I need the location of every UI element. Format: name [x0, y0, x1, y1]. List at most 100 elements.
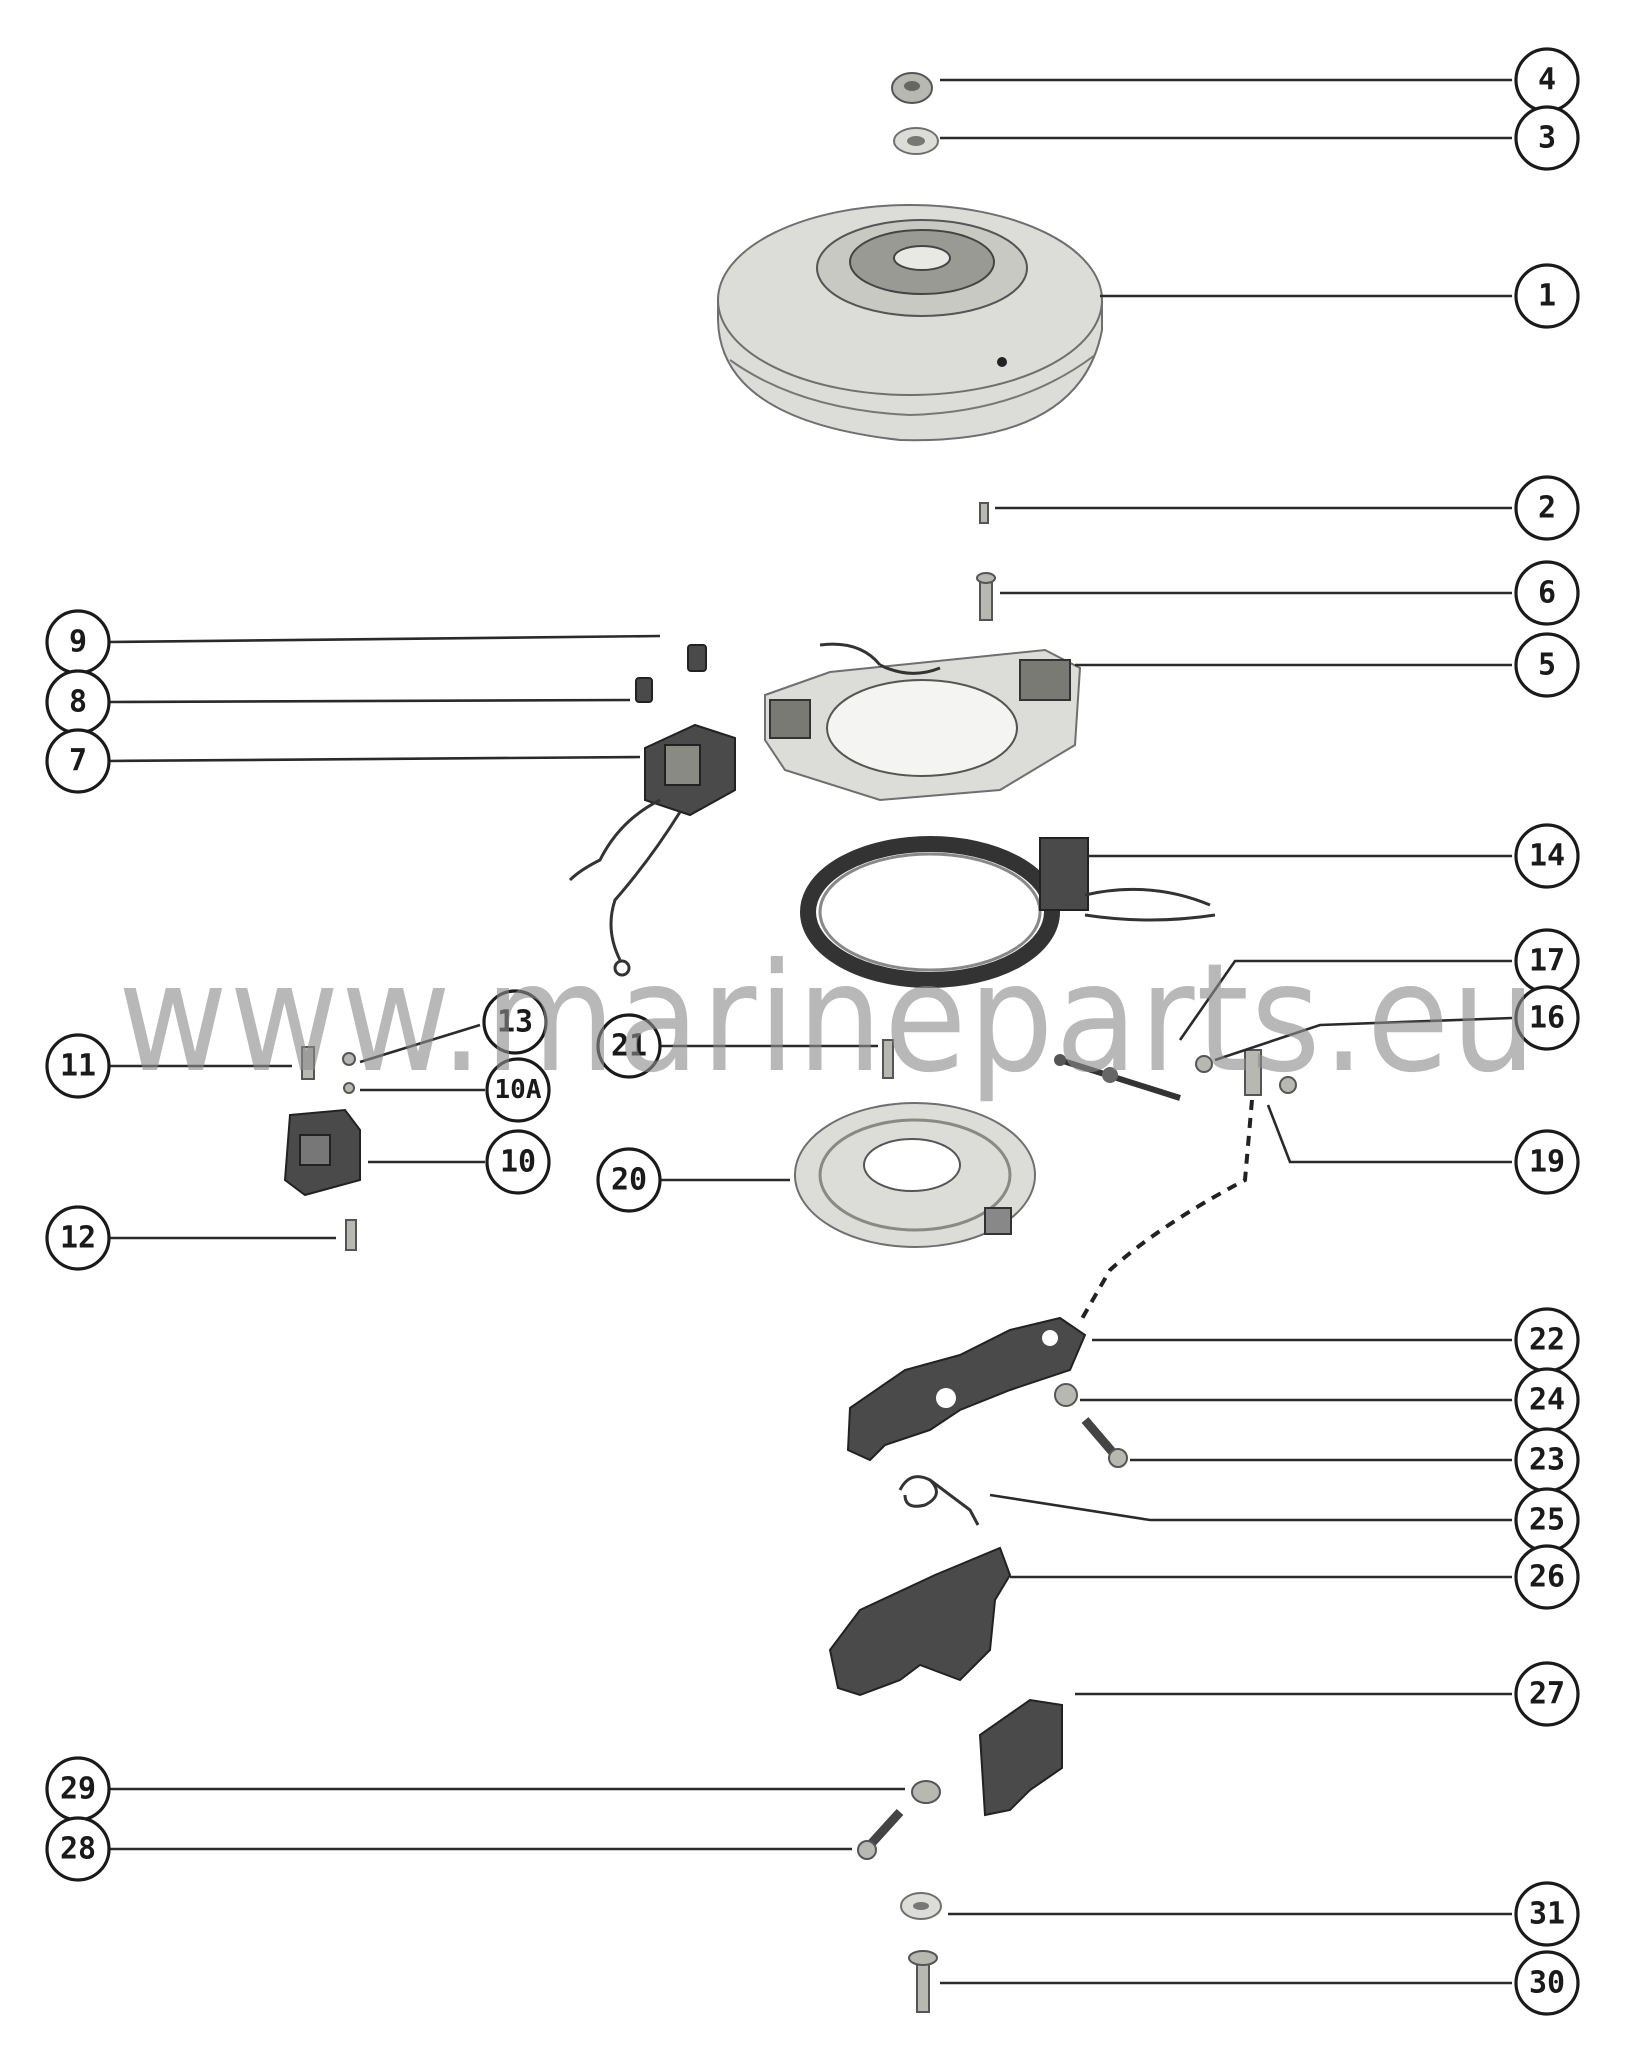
part-29-washer	[911, 1780, 941, 1804]
callout-label-31: 31	[1529, 1897, 1565, 1932]
callout-label-2: 2	[1538, 491, 1556, 526]
part-10a-washer	[343, 1082, 355, 1094]
callout-label-9: 9	[69, 625, 87, 660]
callout-29: 29	[45, 1756, 111, 1822]
callout-2: 2	[1514, 475, 1580, 541]
callout-label-10a: 10A	[495, 1075, 542, 1105]
callout-label-8: 8	[69, 685, 87, 720]
callout-5: 5	[1514, 632, 1580, 698]
callout-24: 24	[1514, 1367, 1580, 1433]
part-8-clip	[635, 677, 653, 703]
part-21-pin	[882, 1039, 894, 1079]
callout-9: 9	[45, 609, 111, 675]
callout-27: 27	[1514, 1661, 1580, 1727]
part-11-screw	[301, 1046, 315, 1080]
parts-illustration	[283, 72, 1297, 2013]
callout-10: 10	[485, 1129, 551, 1195]
part-1-flywheel	[717, 204, 1103, 442]
callout-23: 23	[1514, 1427, 1580, 1493]
callout-label-17: 17	[1529, 944, 1565, 979]
callout-label-14: 14	[1529, 839, 1565, 874]
callout-label-28: 28	[60, 1832, 96, 1867]
part-26-control-arm	[828, 1546, 1012, 1697]
callout-13: 13	[482, 989, 548, 1055]
callout-label-20: 20	[611, 1163, 647, 1198]
part-9-clip	[687, 644, 707, 672]
callout-label-16: 16	[1529, 1001, 1565, 1036]
callout-19: 19	[1514, 1129, 1580, 1195]
callout-1: 1	[1514, 263, 1580, 329]
callout-8: 8	[45, 669, 111, 735]
callout-31: 31	[1514, 1881, 1580, 1947]
leader-lines	[107, 78, 1513, 1985]
callout-label-26: 26	[1529, 1560, 1565, 1595]
callout-label-13: 13	[497, 1005, 533, 1040]
leader-16	[1214, 1016, 1513, 1062]
part-16-nut	[1195, 1055, 1213, 1073]
callout-label-23: 23	[1529, 1443, 1565, 1478]
callout-7: 7	[45, 728, 111, 794]
callout-bubbles: 4 3 1 2 6 5 9 8	[45, 47, 1580, 2016]
callout-label-1: 1	[1538, 279, 1556, 314]
callout-12: 12	[45, 1205, 111, 1271]
part-31-washer	[900, 1892, 942, 1920]
leader-13	[359, 1023, 481, 1064]
part-13-washer	[342, 1052, 356, 1066]
callout-25: 25	[1514, 1487, 1580, 1553]
part-25-spring	[898, 1475, 980, 1526]
callout-label-29: 29	[60, 1772, 96, 1807]
part-23-screw	[1081, 1417, 1128, 1468]
callout-21: 21	[596, 1013, 662, 1079]
callout-label-24: 24	[1529, 1383, 1565, 1418]
callout-label-19: 19	[1529, 1145, 1565, 1180]
callout-16: 16	[1514, 985, 1580, 1051]
callout-label-5: 5	[1538, 648, 1556, 683]
callout-10a: 10A	[485, 1057, 551, 1123]
callout-3: 3	[1514, 105, 1580, 171]
callout-label-6: 6	[1538, 576, 1556, 611]
part-5-stator-plate	[764, 642, 1082, 802]
callout-4: 4	[1514, 47, 1580, 113]
part-28-screw	[857, 1808, 904, 1860]
callout-26: 26	[1514, 1544, 1580, 1610]
callout-17: 17	[1514, 928, 1580, 994]
part-27-bracket	[978, 1698, 1063, 1817]
leader-8	[107, 698, 631, 704]
callout-label-3: 3	[1538, 121, 1556, 156]
part-14-trigger-ring	[800, 836, 1216, 988]
part-6-screw	[976, 572, 996, 621]
leader-25	[989, 1493, 1512, 1522]
callout-20: 20	[596, 1147, 662, 1213]
dashed-connector	[1078, 1099, 1254, 1323]
part-22-lever	[846, 1316, 1087, 1462]
callout-label-12: 12	[60, 1221, 96, 1256]
callout-30: 30	[1514, 1950, 1580, 2016]
part-2-key	[979, 502, 989, 524]
callout-label-11: 11	[60, 1049, 96, 1084]
callout-14: 14	[1514, 823, 1580, 889]
part-3-washer	[893, 127, 939, 155]
part-7-coil	[568, 723, 736, 977]
leader-7	[107, 755, 641, 763]
callout-label-27: 27	[1529, 1677, 1565, 1712]
callout-label-7: 7	[69, 744, 87, 779]
part-4-nut	[891, 72, 933, 104]
callout-label-10: 10	[500, 1145, 536, 1180]
callout-label-21: 21	[611, 1029, 647, 1064]
part-30-bolt	[908, 1950, 938, 2013]
callout-label-22: 22	[1529, 1323, 1565, 1358]
leader-17	[1178, 959, 1512, 1041]
callout-label-4: 4	[1538, 63, 1556, 98]
leader-9	[107, 634, 661, 644]
part-19-fitting	[1244, 1049, 1297, 1096]
part-10-bracket	[283, 1108, 361, 1197]
part-20-timer-base	[794, 1102, 1036, 1248]
callout-11: 11	[45, 1033, 111, 1099]
callout-label-30: 30	[1529, 1966, 1565, 2001]
callout-label-25: 25	[1529, 1503, 1565, 1538]
part-17-link-rod	[1054, 1054, 1181, 1101]
leader-19	[1266, 1104, 1512, 1164]
watermark: www.marineparts.eu	[118, 932, 1538, 1106]
part-24-washer	[1054, 1383, 1078, 1407]
